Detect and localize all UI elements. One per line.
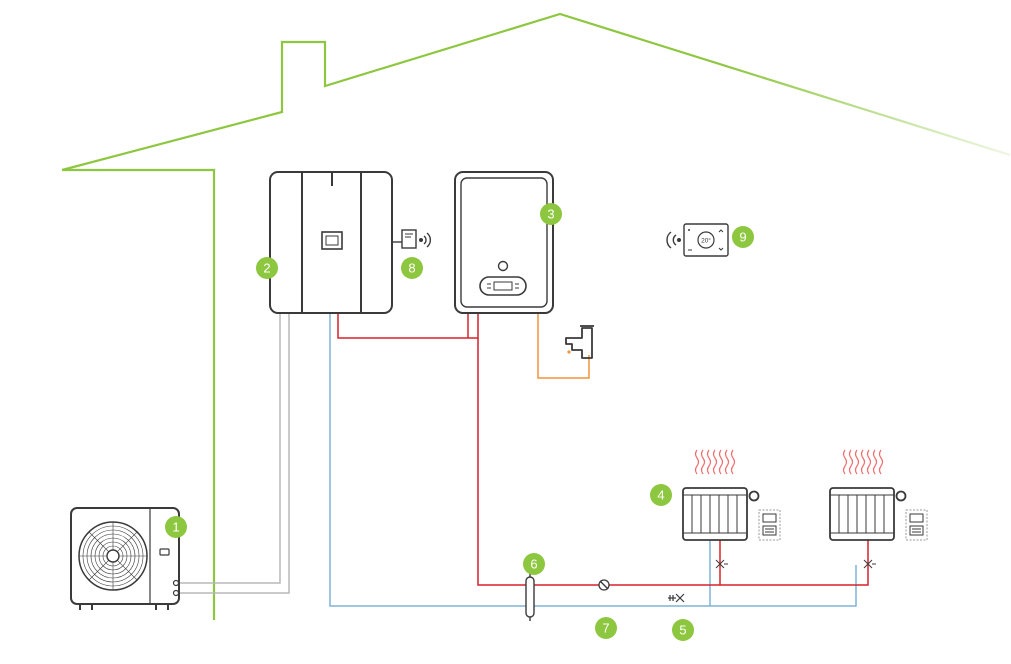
indoor-unit-icon (269, 171, 393, 314)
heat-waves (842, 449, 884, 475)
badge-circle (595, 617, 617, 639)
return-pipe (329, 313, 857, 607)
roof-line (61, 12, 1011, 172)
badge-circle (540, 203, 562, 225)
badge-number: 9 (739, 230, 746, 245)
outdoor-unit-icon (70, 507, 180, 610)
house-outline (0, 12, 1011, 622)
valve-icon (863, 559, 876, 569)
badge-circle (165, 516, 187, 538)
number-badge: 7 (595, 617, 617, 639)
room-thermostat-icon: 20° (666, 223, 729, 257)
badge-circle (256, 257, 278, 279)
wall-line (62, 168, 216, 620)
tablet-icon (905, 509, 928, 541)
thermostat-display: 20° (701, 237, 711, 245)
radiator-icon (829, 449, 928, 569)
badge-circle (523, 553, 545, 575)
badge-circle (732, 226, 754, 248)
badge-circle (672, 619, 694, 641)
number-badges: 1 2 3 4 5 6 7 8 9 (165, 203, 754, 641)
tablet-icon (758, 509, 781, 541)
refrigerant-pipes (178, 313, 290, 594)
valve-icon (668, 593, 685, 603)
badge-number: 5 (679, 623, 686, 638)
valve-icon (715, 559, 728, 569)
radiator-icon (682, 449, 781, 569)
heat-waves (694, 449, 736, 475)
pump-icon (598, 579, 610, 591)
number-badge: 5 (672, 619, 694, 641)
flow-pipe (337, 313, 869, 586)
badge-number: 2 (263, 261, 270, 276)
badge-number: 1 (172, 520, 179, 535)
boiler-icon (454, 171, 554, 314)
wireless-controller-icon (392, 229, 431, 249)
number-badge: 1 (165, 516, 187, 538)
badge-number: 8 (408, 261, 415, 276)
badge-circle (401, 257, 423, 279)
hot-water-pipe (537, 313, 590, 379)
badge-number: 6 (530, 557, 537, 572)
number-badge: 2 (256, 257, 278, 279)
badge-number: 4 (657, 488, 664, 503)
badge-circle (650, 484, 672, 506)
faucet-icon (565, 325, 594, 359)
number-badge: 6 (523, 553, 545, 575)
number-badge: 4 (650, 484, 672, 506)
number-badge: 8 (401, 257, 423, 279)
number-badge: 9 (732, 226, 754, 248)
badge-number: 3 (547, 207, 554, 222)
badge-number: 7 (602, 621, 609, 636)
number-badge: 3 (540, 203, 562, 225)
hydraulic-separator-icon (525, 573, 535, 621)
